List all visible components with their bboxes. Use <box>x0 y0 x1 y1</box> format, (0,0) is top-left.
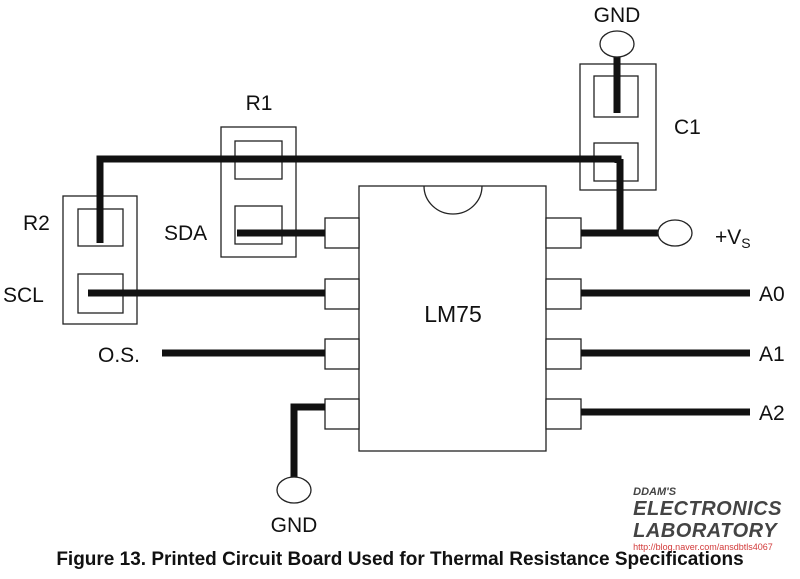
chip-pin-2 <box>324 278 360 310</box>
watermark-line3: LABORATORY <box>633 520 778 542</box>
os-label: O.S. <box>98 344 140 367</box>
watermark-line2: ELECTRONICS <box>633 498 782 520</box>
chip-pin-3 <box>324 338 360 370</box>
figure-caption: Figure 13. Printed Circuit Board Used fo… <box>56 549 744 570</box>
sda-label: SDA <box>164 222 207 245</box>
c1-label: C1 <box>674 116 701 139</box>
chip-label: LM75 <box>424 301 482 327</box>
gnd-top-label: GND <box>594 4 641 27</box>
r1-outline <box>220 126 297 258</box>
vs-label-main: +V <box>715 226 741 249</box>
gnd-top-terminal <box>599 30 635 58</box>
a1-label: A1 <box>759 343 785 366</box>
chip-pin-6 <box>545 338 582 370</box>
vs-label: +VS <box>715 226 751 251</box>
a0-label: A0 <box>759 283 785 306</box>
chip-pin-8 <box>545 217 582 249</box>
gnd-bottom-label: GND <box>271 514 318 537</box>
chip-pin-7 <box>545 278 582 310</box>
chip-pin-4 <box>324 398 360 430</box>
trace-gnd-bottom <box>290 403 325 478</box>
vs-terminal <box>657 219 693 247</box>
scl-label: SCL <box>3 284 44 307</box>
lm75-chip-body <box>358 185 547 452</box>
watermark-url: http://blog.naver.com/ansdbtls4067 <box>633 542 773 552</box>
r2-label: R2 <box>23 212 50 235</box>
chip-notch <box>423 185 483 215</box>
vs-label-subscript: S <box>741 235 750 251</box>
trace-vs-supply <box>581 159 660 237</box>
r1-label: R1 <box>246 92 273 115</box>
watermark: DDAM'S ELECTRONICS LABORATORY http://blo… <box>633 486 782 552</box>
a2-label: A2 <box>759 402 785 425</box>
r1-pad-bottom <box>234 205 283 245</box>
gnd-bottom-terminal <box>276 476 312 504</box>
watermark-line1: DDAM'S <box>633 486 677 498</box>
chip-pin-5 <box>545 398 582 430</box>
chip-pin-1 <box>324 217 360 249</box>
